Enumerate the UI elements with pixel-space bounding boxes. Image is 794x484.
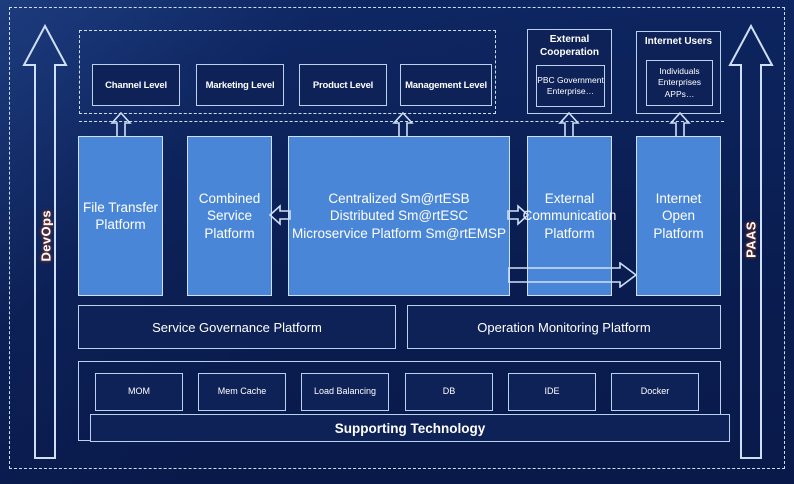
devops-arrow (21, 23, 69, 461)
platform-internet-open[interactable]: Internet Open Platform (636, 136, 721, 296)
platform-file-transfer[interactable]: File Transfer Platform (78, 136, 163, 296)
platform-esb-esc-emsp[interactable]: Centralized Sm@rtESB Distributed Sm@rtES… (288, 136, 510, 296)
platform-combined-service[interactable]: Combined Service Platform (187, 136, 272, 296)
left-arrow-icon-combined (268, 203, 292, 232)
governance-label: Service Governance Platform (152, 319, 322, 335)
platform-external-communication[interactable]: External Communication Platform (523, 136, 616, 296)
external-cooperation-detail: PBC Government Enterprise… (536, 65, 605, 107)
governance-label: Operation Monitoring Platform (477, 319, 651, 335)
level-label: Marketing Level (205, 79, 275, 91)
internet-users-detail: Individuals Enterprises APPs… (646, 60, 713, 106)
paas-label: PAAS (743, 221, 759, 258)
tech-box-mem-cache[interactable]: Mem Cache (198, 373, 286, 411)
internet-users-box[interactable]: Internet Users Individuals Enterprises A… (636, 31, 721, 114)
level-label: Management Level (405, 79, 487, 91)
platform-label: Combined Service Platform (198, 191, 261, 241)
platform-label: Internet Open Platform (653, 191, 704, 241)
tech-box-ide[interactable]: IDE (508, 373, 596, 411)
level-label: Product Level (312, 79, 374, 91)
platform-label: File Transfer Platform (82, 199, 159, 232)
tech-label: MOM (128, 386, 150, 397)
service-governance-platform[interactable]: Service Governance Platform (78, 305, 396, 349)
tech-label: DB (442, 386, 456, 397)
tech-label: Mem Cache (217, 386, 267, 397)
tech-box-db[interactable]: DB (405, 373, 493, 411)
level-box-marketing[interactable]: Marketing Level (196, 64, 284, 106)
platform-label: External Communication Platform (522, 191, 617, 241)
tech-label: Load Balancing (313, 386, 377, 397)
tech-label: IDE (544, 386, 560, 397)
tech-box-mom[interactable]: MOM (95, 373, 183, 411)
tech-label: Docker (640, 386, 670, 397)
layer-divider-dashed (79, 121, 724, 122)
external-cooperation-box[interactable]: External Cooperation PBC Government Ente… (527, 29, 612, 114)
level-box-channel[interactable]: Channel Level (92, 64, 180, 106)
paas-arrow (727, 23, 775, 461)
supporting-technology-banner[interactable]: Supporting Technology (90, 414, 730, 442)
outer-dashed-frame (9, 7, 785, 469)
supporting-technology-label: Supporting Technology (334, 420, 486, 436)
external-cooperation-title: External Cooperation (540, 34, 599, 58)
long-right-arrow-icon-internet (507, 261, 638, 293)
tech-box-load-balancing[interactable]: Load Balancing (301, 373, 389, 411)
level-box-product[interactable]: Product Level (299, 64, 387, 106)
right-arrow-icon-external (506, 203, 530, 232)
tech-box-docker[interactable]: Docker (611, 373, 699, 411)
devops-label: DevOps (38, 209, 54, 262)
internet-users-title: Internet Users (644, 36, 713, 47)
platform-label: Centralized Sm@rtESB Distributed Sm@rtES… (292, 191, 506, 241)
level-box-management[interactable]: Management Level (400, 64, 492, 106)
business-levels-container (79, 30, 496, 114)
operation-monitoring-platform[interactable]: Operation Monitoring Platform (407, 305, 721, 349)
level-label: Channel Level (105, 79, 167, 91)
